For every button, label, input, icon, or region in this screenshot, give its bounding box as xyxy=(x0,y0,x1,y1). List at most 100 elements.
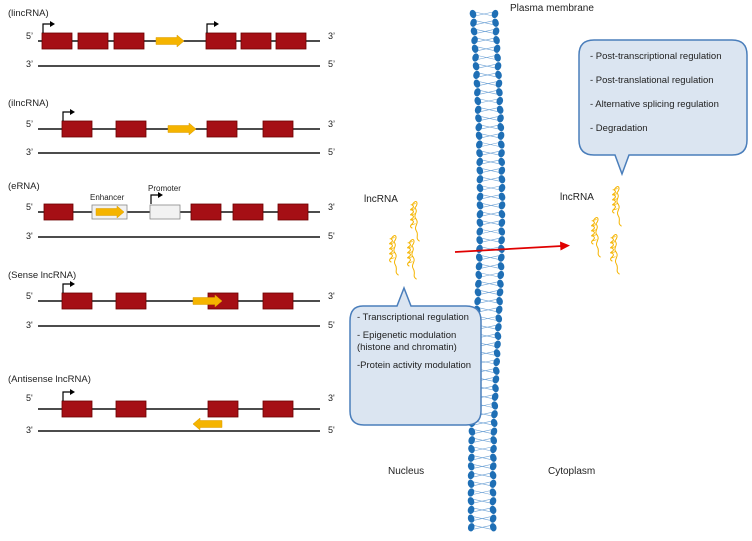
lipid-head xyxy=(475,114,482,123)
panel-1 xyxy=(38,109,320,154)
membrane-tail xyxy=(480,124,499,130)
nuclear-function-list: - Transcriptional regulation - Epigeneti… xyxy=(357,312,475,372)
membrane-tail xyxy=(480,281,499,286)
lipid-head xyxy=(490,453,497,462)
lipid-head xyxy=(473,70,480,80)
panel-title-ilncrna: (ilncRNA) xyxy=(8,98,49,109)
strand-end-label: 3' xyxy=(328,393,335,403)
exon xyxy=(61,292,93,310)
plasma-membrane-label: Plasma membrane xyxy=(510,3,594,14)
tss-arrow-icon xyxy=(206,23,215,33)
cytoplasmic-function-item: - Alternative splicing regulation xyxy=(590,99,719,110)
membrane-tail xyxy=(479,307,498,313)
lipid-head xyxy=(497,253,505,262)
lipid-head xyxy=(474,96,482,106)
cytoplasmic-function-item: - Degradation xyxy=(590,123,648,134)
strand-end-label: 3' xyxy=(328,291,335,301)
exon xyxy=(113,32,145,50)
membrane-tail xyxy=(479,290,499,295)
lipid-head xyxy=(474,288,482,297)
membrane-tail xyxy=(481,203,501,208)
lipid-head xyxy=(473,79,481,88)
cytoplasmic-function-list: - Post-transcriptional regulation - Post… xyxy=(590,51,745,135)
nuclear-function-item: - Transcriptional regulation xyxy=(357,312,469,323)
lipid-head xyxy=(489,497,497,506)
lipid-head xyxy=(476,166,484,175)
base-pair xyxy=(389,237,395,240)
membrane-tail xyxy=(473,455,492,460)
lipid-head xyxy=(476,149,483,158)
exon xyxy=(61,400,93,418)
lncrna-hairpin-nucleus xyxy=(410,201,420,242)
lipid-head xyxy=(467,462,475,471)
lipid-head xyxy=(471,35,478,45)
strand-end-label: 3' xyxy=(26,425,33,435)
lipid-head xyxy=(498,218,506,227)
strand-end-label: 5' xyxy=(328,425,335,435)
base-pair xyxy=(591,229,597,232)
tss-arrowhead-icon xyxy=(70,109,75,115)
lncrna-transcript-arrow xyxy=(155,34,185,48)
nuclear-function-item: - Epigenetic modulation (histone and chr… xyxy=(357,330,457,353)
base-pair xyxy=(612,208,618,211)
cytoplasmic-function-bubble xyxy=(578,39,748,177)
lipid-head xyxy=(475,279,482,288)
lipid-head xyxy=(493,357,500,367)
cytoplasmic-function-item: - Post-translational regulation xyxy=(590,75,714,86)
lipid-head xyxy=(496,88,503,97)
lipid-head xyxy=(489,514,497,523)
lncrna-hairpin-nucleus xyxy=(389,235,399,276)
lipid-head xyxy=(491,9,499,19)
tss-arrowhead-icon xyxy=(214,21,219,27)
base-pair xyxy=(591,219,597,222)
lipid-head xyxy=(467,514,475,523)
panel-title-sense-lncrna: (Sense lncRNA) xyxy=(8,270,77,281)
membrane-tail xyxy=(475,20,494,25)
lipid-head xyxy=(491,410,498,419)
membrane-tail xyxy=(472,490,492,495)
lipid-head xyxy=(498,149,505,158)
lipid-head xyxy=(490,436,498,445)
membrane-tail xyxy=(473,446,492,452)
lncrna-strand xyxy=(410,201,420,242)
membrane-tail xyxy=(480,272,499,278)
membrane-tail xyxy=(477,46,496,52)
membrane-tail xyxy=(474,11,494,17)
base-pair xyxy=(612,198,618,201)
membrane-tail xyxy=(481,229,500,234)
lipid-head xyxy=(495,79,503,88)
lipid-head xyxy=(494,340,501,349)
lipid-head xyxy=(474,105,482,114)
exon xyxy=(207,400,239,418)
lipid-head xyxy=(467,488,475,497)
exon xyxy=(190,203,222,221)
lipid-head xyxy=(476,140,483,149)
lipid-head xyxy=(476,175,484,184)
lipid-head xyxy=(492,27,500,36)
lipid-head xyxy=(489,505,497,515)
strand-end-label: 5’ xyxy=(26,31,34,41)
membrane-tail xyxy=(473,472,492,478)
lncrna-strand xyxy=(389,235,399,276)
lipid-head xyxy=(494,331,502,341)
lipid-head xyxy=(497,114,504,123)
plasma-membrane xyxy=(467,9,506,532)
lipid-head xyxy=(490,418,498,428)
base-pair xyxy=(612,188,618,191)
tss-arrowhead-icon xyxy=(50,21,55,27)
membrane-tail xyxy=(472,498,492,504)
panel-2 xyxy=(38,192,320,238)
lipid-head xyxy=(493,35,500,45)
lncrna-transcript-arrow xyxy=(167,122,197,136)
lipid-head xyxy=(489,523,497,532)
exon xyxy=(61,120,93,138)
membrane-tail xyxy=(481,237,500,243)
lipid-head xyxy=(476,236,483,245)
nuclear-function-bubble xyxy=(349,285,482,426)
lipid-head xyxy=(467,523,475,532)
exon xyxy=(115,400,147,418)
strand-end-label: 3’ xyxy=(26,59,34,69)
lipid-head xyxy=(467,497,475,506)
